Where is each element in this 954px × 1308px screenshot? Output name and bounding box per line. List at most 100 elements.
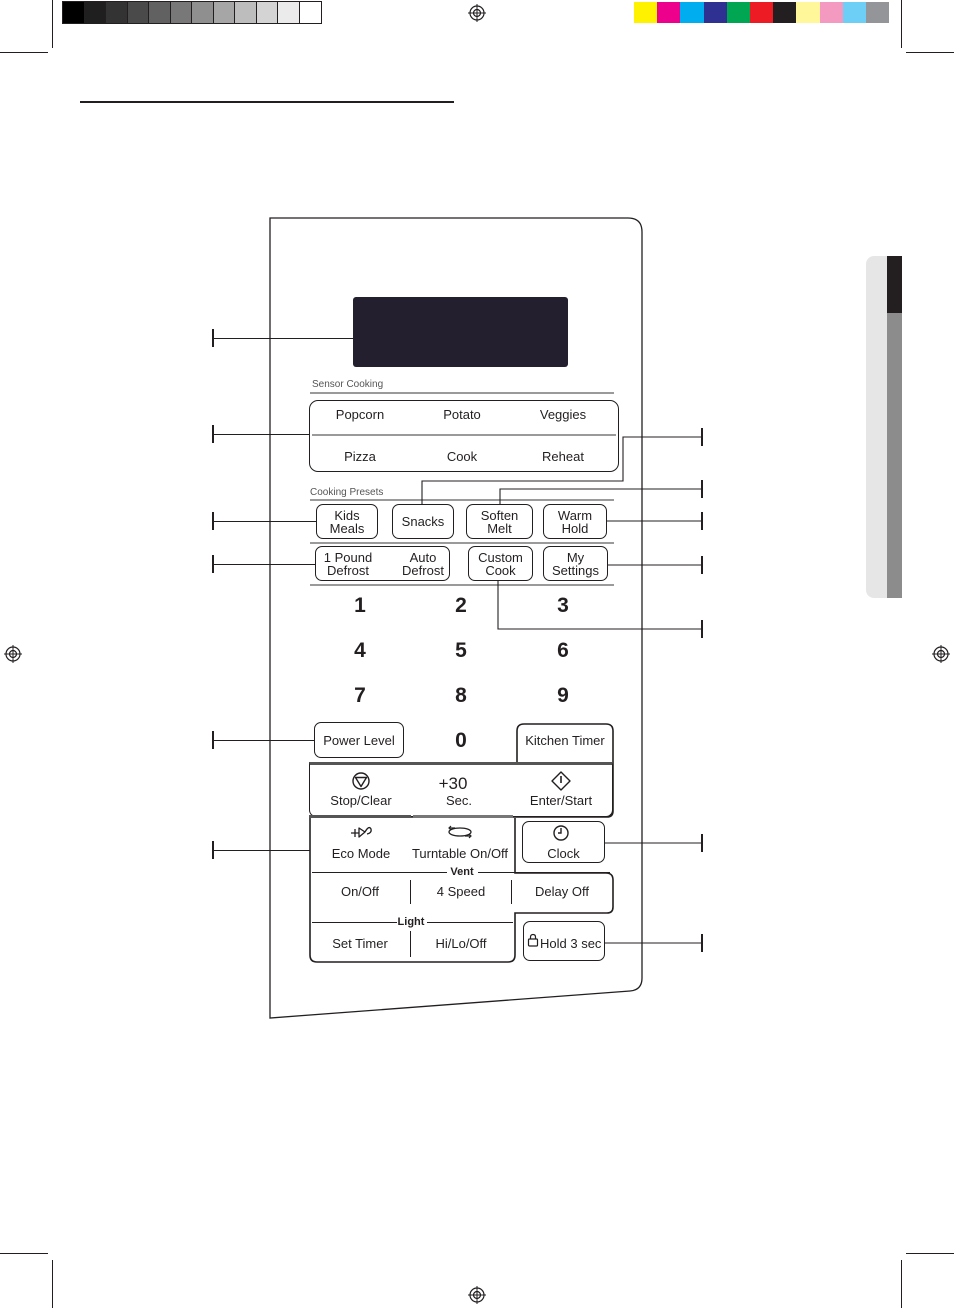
kids-meals-button[interactable] <box>316 504 378 539</box>
color-swatch <box>680 2 704 23</box>
turntable-button[interactable]: Turntable On/Off <box>411 846 509 861</box>
vent-delay-off-button[interactable]: Delay Off <box>535 884 589 899</box>
key-7[interactable]: 7 <box>354 684 366 707</box>
gray-swatch <box>255 1 279 24</box>
key-6[interactable]: 6 <box>557 639 569 662</box>
hold-3-sec-label: Hold 3 sec <box>540 936 602 951</box>
light-hi-lo-off-button[interactable]: Hi/Lo/Off <box>435 936 487 951</box>
gray-swatch <box>83 1 107 24</box>
divider <box>413 815 513 818</box>
one-pound-defrost-button[interactable]: 1 Pound Defrost <box>323 550 373 578</box>
divider <box>478 872 610 873</box>
light-set-timer-button[interactable]: Set Timer <box>332 936 388 951</box>
warm-hold-button[interactable] <box>543 504 607 539</box>
key-4[interactable]: 4 <box>354 639 366 662</box>
callout-line <box>212 850 310 851</box>
divider <box>310 499 614 501</box>
divider <box>410 931 411 957</box>
veggies-button[interactable]: Veggies <box>539 407 587 422</box>
snacks-button[interactable] <box>392 504 454 539</box>
custom-cook-button[interactable] <box>468 546 533 581</box>
divider <box>312 434 616 436</box>
vent-on-off-button[interactable]: On/Off <box>340 884 380 899</box>
gray-swatch <box>148 1 172 24</box>
display-screen <box>353 297 568 367</box>
divider <box>312 922 397 923</box>
my-settings-label: My Settings <box>552 550 599 578</box>
callout-line <box>212 564 315 565</box>
plus30-button[interactable]: Sec. <box>445 793 472 808</box>
crop-mark <box>52 1260 53 1308</box>
callout-line <box>212 434 309 435</box>
divider <box>310 584 614 586</box>
registration-mark-icon <box>468 4 486 22</box>
soften-melt-label: Soften Melt <box>480 508 519 536</box>
clock-button[interactable] <box>522 821 605 863</box>
hold-3-sec-button[interactable] <box>523 921 605 961</box>
registration-mark-icon <box>4 645 22 663</box>
plus30-label: +30 <box>438 774 468 793</box>
divider <box>310 392 614 394</box>
color-swatch <box>819 2 843 23</box>
eco-mode-button[interactable]: Eco Mode <box>331 846 391 861</box>
gray-swatch <box>105 1 129 24</box>
kitchen-timer-label: Kitchen Timer <box>525 733 605 748</box>
my-settings-button[interactable] <box>543 546 608 581</box>
sensor-cooking-label: Sensor Cooking <box>312 379 384 390</box>
key-5[interactable]: 5 <box>455 639 467 662</box>
clock-icon <box>553 825 569 841</box>
potato-button[interactable]: Potato <box>443 407 481 422</box>
cook-button[interactable]: Cook <box>446 449 478 464</box>
gray-swatch <box>62 1 86 24</box>
reheat-button[interactable]: Reheat <box>542 449 584 464</box>
callout-line <box>212 338 353 339</box>
divider <box>309 815 411 818</box>
crop-mark <box>52 0 53 48</box>
key-3[interactable]: 3 <box>557 594 569 617</box>
auto-defrost-button[interactable]: Auto Defrost <box>402 550 444 578</box>
power-level-label: Power Level <box>323 733 395 748</box>
power-level-button[interactable] <box>314 722 404 758</box>
pizza-button[interactable]: Pizza <box>344 449 376 464</box>
warm-hold-label: Warm Hold <box>557 508 593 536</box>
color-swatch <box>726 2 750 23</box>
divider <box>410 880 411 904</box>
crop-mark <box>901 1260 902 1308</box>
gray-swatch <box>212 1 236 24</box>
snacks-label: Snacks <box>401 514 445 529</box>
side-tab-gray-strip <box>887 256 902 598</box>
gray-swatch <box>234 1 258 24</box>
turntable-icon <box>448 825 472 839</box>
side-tab-black-strip <box>887 256 902 313</box>
key-1[interactable]: 1 <box>354 594 366 617</box>
callout-line <box>212 521 316 522</box>
key-8[interactable]: 8 <box>455 684 467 707</box>
defrost-button-group <box>315 546 450 581</box>
start-diamond-icon <box>551 771 571 791</box>
color-swatch <box>634 2 658 23</box>
stop-clear-button[interactable]: Stop/Clear <box>330 793 392 808</box>
key-0[interactable]: 0 <box>455 729 467 752</box>
vent-label: Vent <box>450 866 474 878</box>
popcorn-button[interactable]: Popcorn <box>335 407 385 422</box>
vent-4-speed-button[interactable]: 4 Speed <box>436 884 486 899</box>
key-2[interactable]: 2 <box>455 594 467 617</box>
soften-melt-button[interactable] <box>466 504 533 539</box>
gray-swatch <box>191 1 215 24</box>
crop-mark <box>901 0 902 48</box>
lock-icon <box>527 933 539 947</box>
color-swatch <box>773 2 797 23</box>
sensor-cooking-group <box>309 400 619 472</box>
crop-mark <box>0 52 48 53</box>
key-9[interactable]: 9 <box>557 684 569 707</box>
color-swatch <box>842 2 866 23</box>
custom-cook-label: Custom Cook <box>478 550 523 578</box>
kids-meals-label: Kids Meals <box>329 508 365 536</box>
color-swatch <box>657 2 681 23</box>
divider <box>312 872 447 873</box>
enter-start-button[interactable]: Enter/Start <box>529 793 593 808</box>
